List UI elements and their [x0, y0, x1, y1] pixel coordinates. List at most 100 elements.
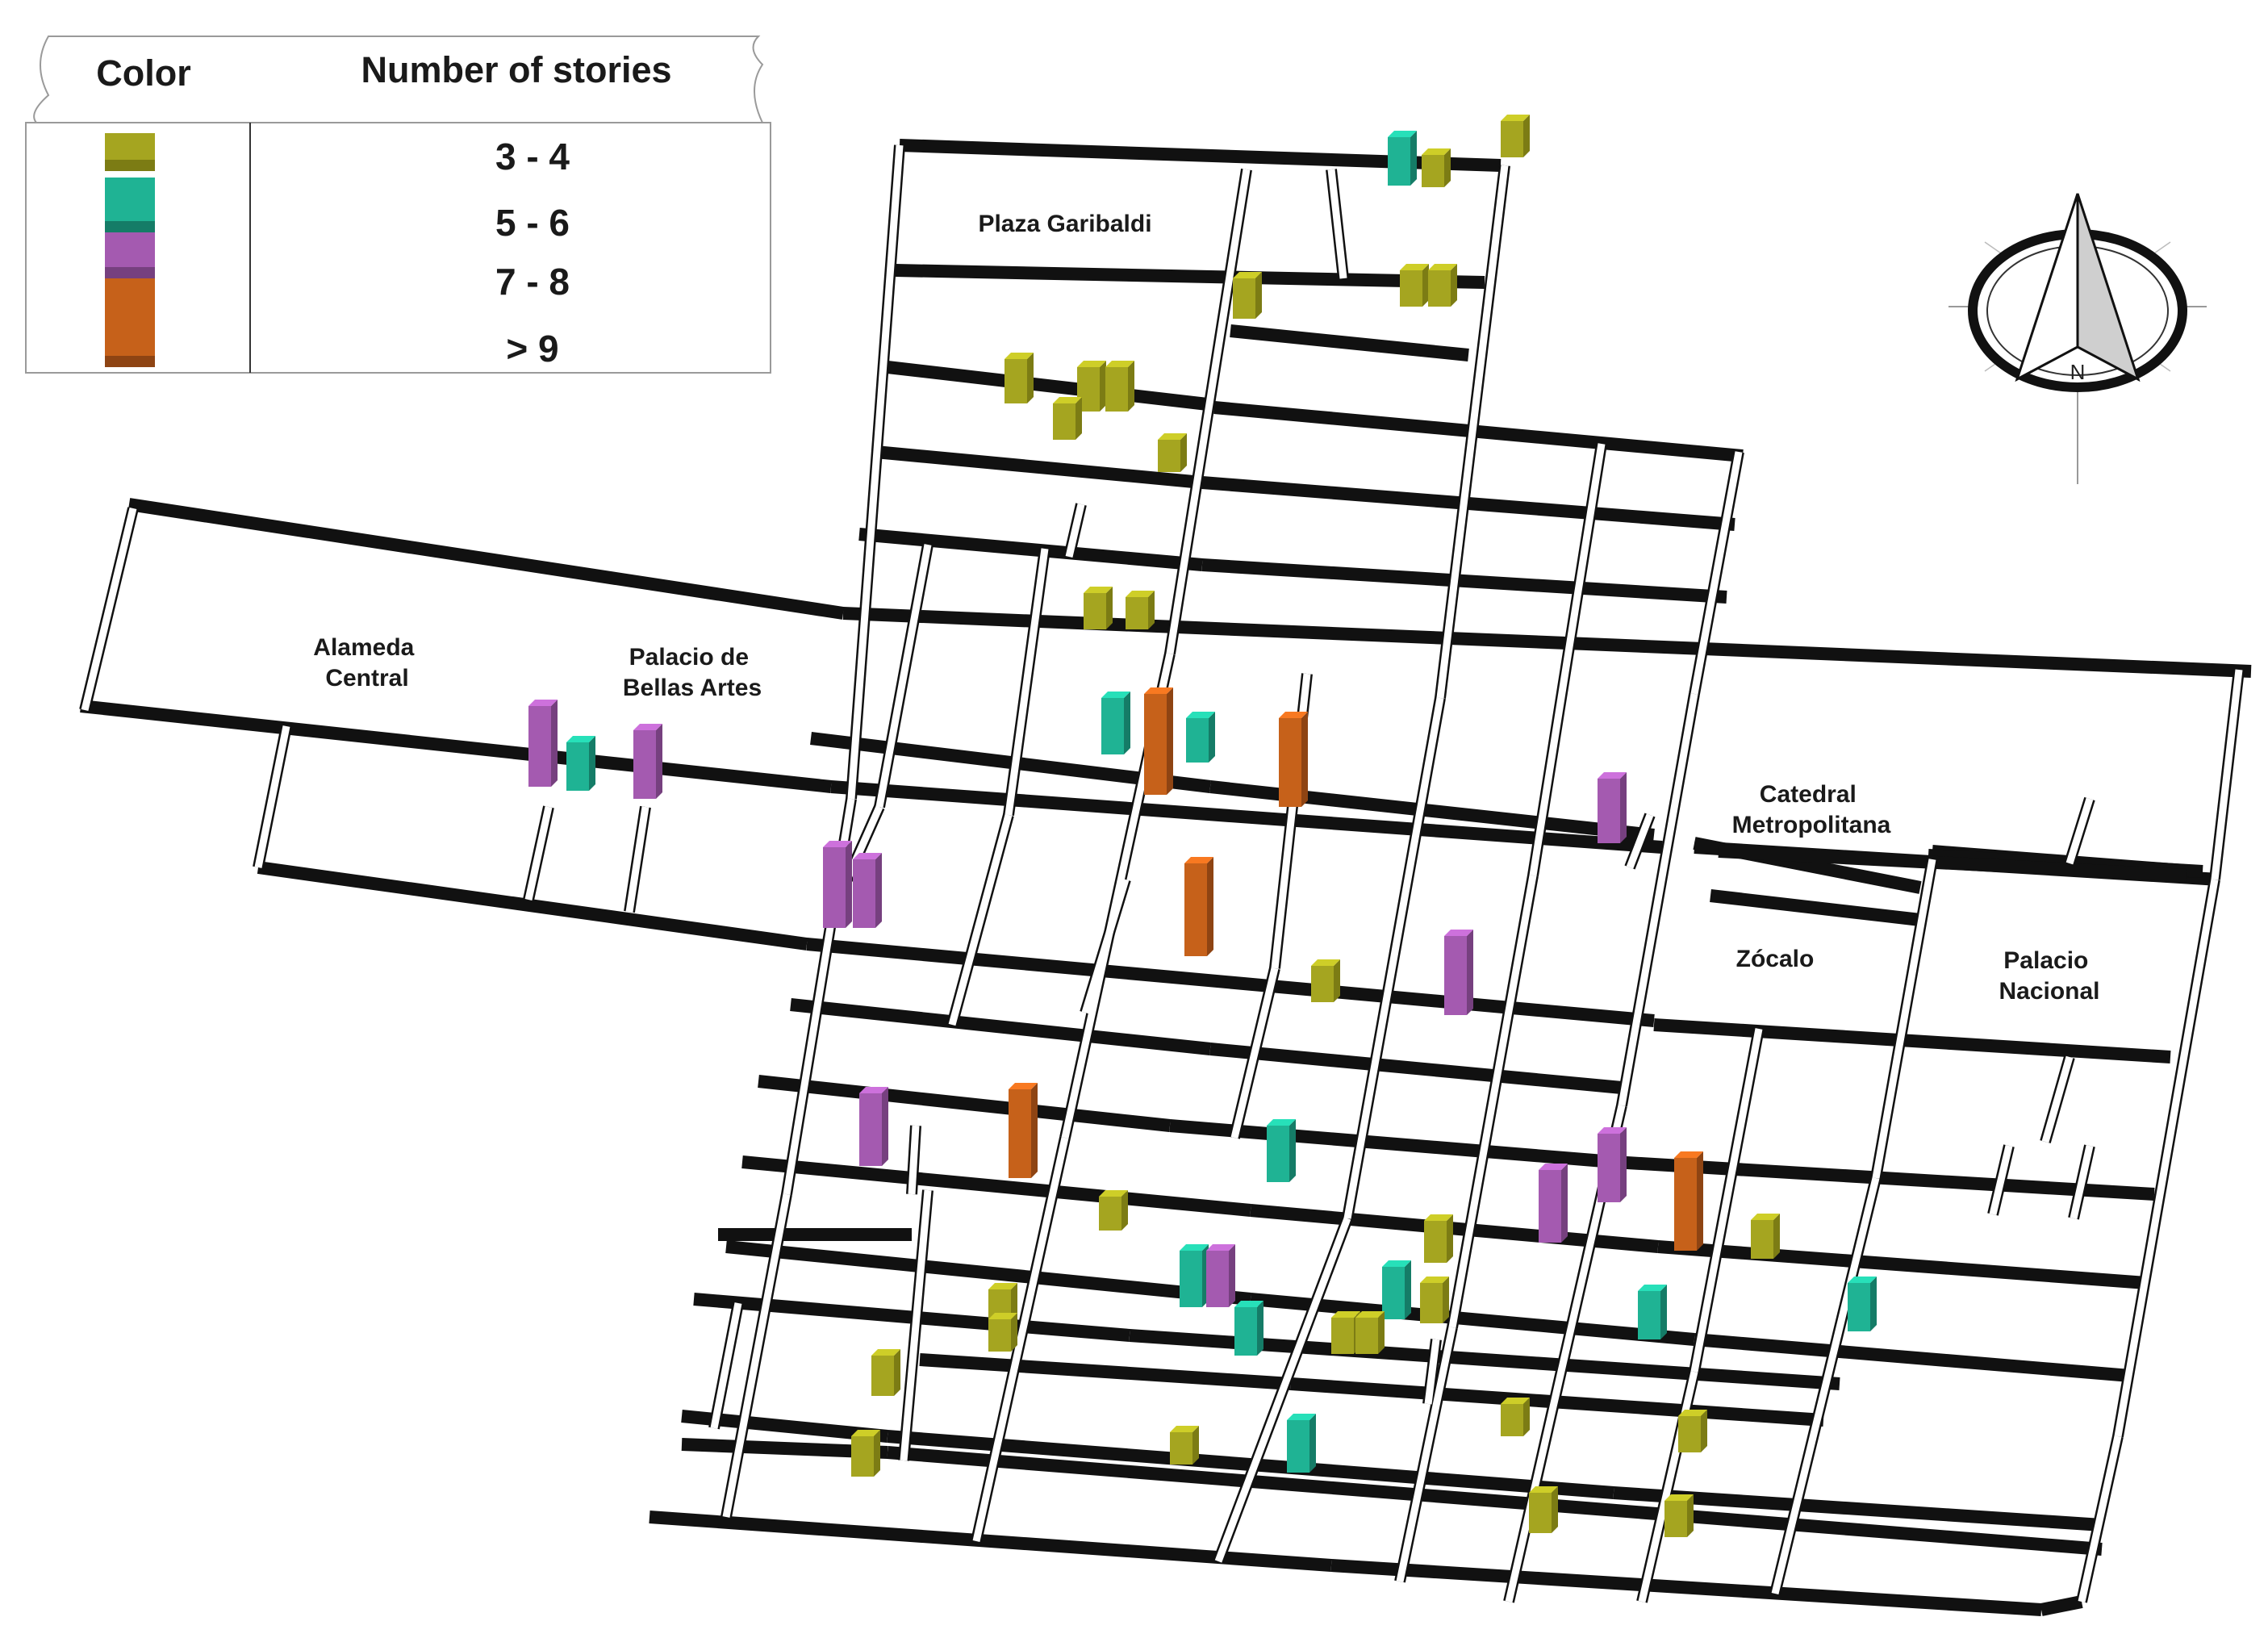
- label-plaza-garibaldi: Plaza Garibaldi: [978, 211, 1151, 237]
- building-marker: [1501, 115, 1530, 157]
- street-segment: [919, 1353, 1292, 1390]
- legend-swatch: [105, 133, 155, 171]
- north-letter: N: [2070, 360, 2086, 384]
- building-marker: [1678, 1410, 1707, 1452]
- building-marker: [1388, 131, 1417, 186]
- legend-range-4: > 9: [506, 328, 558, 370]
- building-marker: [1180, 1244, 1209, 1307]
- legend-range-2: 5 - 6: [495, 202, 570, 244]
- street-fill: [1214, 1217, 1351, 1563]
- building-marker: [528, 700, 558, 787]
- building-marker: [1674, 1151, 1703, 1251]
- north-arrow-icon: N: [1948, 193, 2207, 484]
- street-fill: [254, 725, 290, 868]
- street-fill: [1081, 878, 1130, 1014]
- street-fill: [847, 144, 904, 800]
- building-marker: [1428, 264, 1457, 307]
- building-marker: [1424, 1214, 1453, 1263]
- building-marker: [1444, 930, 1473, 1015]
- street-segment: [127, 498, 845, 620]
- building-marker: [1529, 1486, 1558, 1533]
- building-marker: [1279, 712, 1308, 807]
- street-fill: [1872, 859, 1936, 1179]
- building-marker: [1501, 1398, 1530, 1436]
- street-fill: [2070, 1145, 2094, 1219]
- street-segment: [1169, 1119, 1614, 1168]
- street-fill: [1989, 1144, 2013, 1216]
- building-marker: [1638, 1285, 1667, 1339]
- street-segment: [875, 445, 1203, 489]
- street-fill: [908, 1125, 920, 1195]
- street-fill: [1166, 169, 1251, 654]
- street-segment: [1657, 1240, 2147, 1289]
- building-marker: [1009, 1083, 1038, 1178]
- building-marker: [1598, 772, 1627, 843]
- label-catedral-metropolitana: Catedral Metropolitana: [1732, 781, 1891, 838]
- legend-swatch: [105, 278, 155, 367]
- street-fill: [2065, 797, 2094, 865]
- building-marker: [1105, 361, 1134, 412]
- street-fill: [1448, 875, 1537, 1328]
- street-segment: [758, 1075, 1171, 1132]
- legend-swatches: [105, 133, 155, 367]
- street-fill: [1529, 443, 1606, 876]
- label-palacio-bellas-artes: Palacio de Bellas Artes: [623, 644, 762, 701]
- legend-swatch: [105, 232, 155, 278]
- building-marker: [1420, 1277, 1449, 1323]
- street-fill: [1690, 1028, 1763, 1373]
- street-fill: [1065, 503, 1085, 558]
- street-segment: [887, 361, 1215, 412]
- legend-header-band: [33, 36, 764, 123]
- building-marker: [853, 853, 882, 928]
- legend-stories-header: Number of stories: [361, 49, 671, 90]
- legend: Color Number of stories 3 - 4 5 - 6 7 - …: [25, 36, 771, 374]
- building-marker: [1206, 1244, 1235, 1307]
- street-segment: [725, 1240, 1251, 1306]
- building-marker: [633, 724, 662, 799]
- building-marker: [566, 736, 595, 791]
- street-segment: [858, 528, 1203, 571]
- building-marker: [1005, 353, 1034, 403]
- street-segment: [1710, 889, 1921, 926]
- building-marker: [1234, 1301, 1263, 1356]
- street-segment: [741, 1155, 1251, 1217]
- street-fill: [2041, 1055, 2074, 1143]
- building-marker: [1287, 1414, 1316, 1473]
- street-segment: [1718, 845, 2187, 882]
- building-marker: [1848, 1277, 1877, 1331]
- street-fill: [1690, 451, 1743, 695]
- building-marker: [1084, 587, 1113, 629]
- street-fill: [900, 1189, 932, 1461]
- street-fill: [1327, 169, 1347, 279]
- street-segment: [830, 780, 1663, 854]
- legend-swatch: [105, 178, 155, 232]
- street-segment: [806, 938, 1655, 1027]
- street-segment: [1653, 1018, 2171, 1063]
- street-fill: [1771, 1176, 1880, 1595]
- label-zocalo: Zócalo: [1736, 946, 1815, 972]
- building-marker: [1539, 1164, 1568, 1243]
- street-segment: [257, 861, 808, 951]
- building-marker: [1400, 264, 1429, 307]
- building-marker: [851, 1430, 880, 1477]
- street-fill: [1230, 967, 1279, 1139]
- legend-range-3: 7 - 8: [495, 261, 570, 303]
- street-fill: [843, 805, 883, 881]
- street-fill: [1005, 548, 1049, 816]
- street-fill: [875, 544, 932, 808]
- street-fill: [81, 507, 137, 712]
- street-segment: [842, 607, 2252, 678]
- street-segment: [887, 1446, 2103, 1556]
- building-marker: [1158, 433, 1187, 472]
- street-fill: [1626, 813, 1654, 869]
- building-marker: [1184, 857, 1213, 956]
- legend-range-1: 3 - 4: [495, 136, 570, 178]
- street-fill: [1436, 165, 1509, 699]
- building-marker: [1126, 591, 1155, 629]
- building-marker: [988, 1313, 1017, 1352]
- street-segment: [1209, 1043, 1623, 1094]
- street-segment: [2040, 1595, 2083, 1616]
- street-segment: [790, 998, 1211, 1055]
- street-segment: [1613, 1155, 2155, 1201]
